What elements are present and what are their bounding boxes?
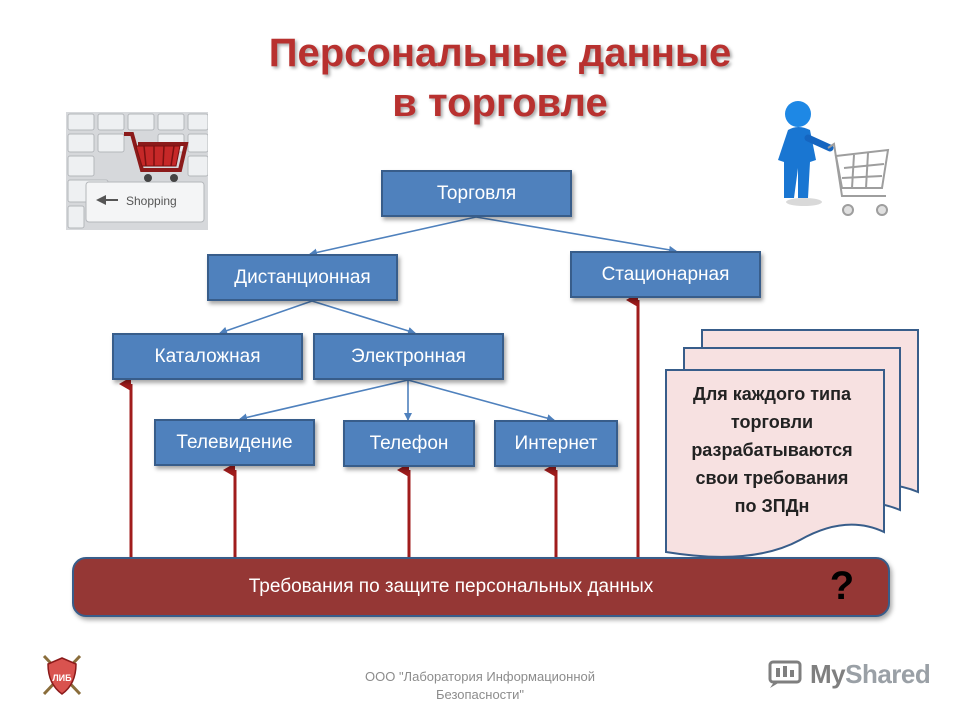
shopping-cart-icon bbox=[827, 142, 890, 216]
requirements-bar: Требования по защите персональных данных bbox=[72, 557, 890, 617]
question-mark: ? bbox=[829, 564, 855, 608]
lib-shield-logo-icon: ЛИБ bbox=[42, 654, 82, 696]
document-note-line-5: по ЗПДн bbox=[734, 496, 810, 516]
footer-line-1: ООО "Лаборатория Информационной bbox=[365, 669, 595, 684]
document-note-line-1: Для каждого типа bbox=[693, 384, 851, 404]
node-internet: Интернет bbox=[494, 420, 618, 467]
myshared-logo-icon bbox=[768, 660, 802, 688]
document-note-line-4: свои требования bbox=[695, 468, 849, 488]
watermark-shared: Shared bbox=[845, 658, 931, 689]
node-trade: Торговля bbox=[381, 170, 572, 217]
cart-icon bbox=[124, 132, 189, 182]
document-stack bbox=[665, 329, 919, 558]
node-phone: Телефон bbox=[343, 420, 475, 467]
node-electronic: Электронная bbox=[313, 333, 504, 380]
footer-line-2: Безопасности" bbox=[435, 687, 525, 702]
myshared-watermark[interactable]: MyShared bbox=[768, 656, 931, 692]
keyboard-key-label: Shopping bbox=[126, 194, 177, 208]
document-note-line-3: разрабатываются bbox=[691, 440, 853, 460]
watermark-my: My bbox=[810, 658, 846, 689]
connector-remote-catalog bbox=[219, 300, 313, 335]
document-note-line-2: торговли bbox=[730, 412, 814, 432]
node-stationary: Стационарная bbox=[570, 251, 761, 298]
document-note: Для каждого типа торговли разрабатываютс… bbox=[672, 380, 872, 520]
connector-electronic-tv bbox=[239, 379, 409, 422]
connector-electronic-internet bbox=[407, 379, 555, 423]
title-line-2: в торговле bbox=[392, 81, 608, 125]
person-with-cart-image bbox=[778, 101, 890, 216]
logo-text: ЛИБ bbox=[52, 673, 72, 683]
page-title: Персональные данные в торговле bbox=[200, 28, 800, 128]
connector-trade-stationary bbox=[475, 216, 677, 254]
title-line-1: Персональные данные bbox=[268, 31, 732, 75]
node-catalog: Каталожная bbox=[112, 333, 303, 380]
node-remote: Дистанционная bbox=[207, 254, 398, 301]
keyboard-shopping-cart-image: Shopping bbox=[66, 112, 208, 230]
node-tv: Телевидение bbox=[154, 419, 315, 466]
footer-organization: ООО "Лаборатория Информационной Безопасн… bbox=[340, 668, 620, 704]
connector-trade-remote bbox=[309, 216, 477, 257]
connector-remote-electronic bbox=[311, 300, 416, 335]
requirements-bar-label: Требования по защите персональных данных bbox=[248, 576, 654, 597]
